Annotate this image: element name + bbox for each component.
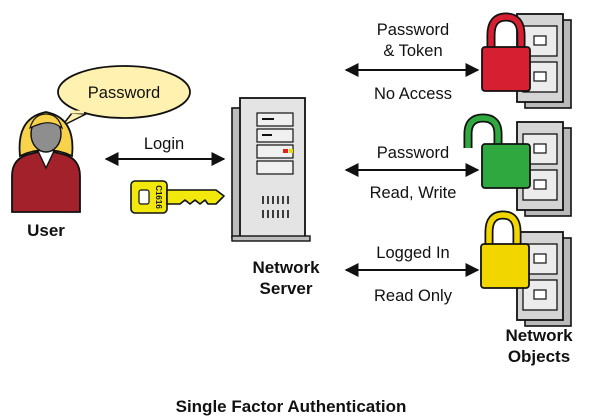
server-label-line1: Network [252, 258, 320, 277]
objects-label-line1: Network [505, 326, 573, 345]
user-icon [11, 111, 81, 213]
user-label: User [27, 221, 65, 240]
lock-open-icon [463, 113, 531, 189]
connection-3-bottom: Read Only [374, 287, 453, 305]
connection-1-top-line1: Password [377, 21, 449, 39]
speech-bubble: Password [57, 65, 191, 127]
diagram-caption: Single Factor Authentication [176, 397, 407, 416]
connection-1-bottom: No Access [374, 85, 452, 103]
connection-row-3: Logged In Read Only [344, 244, 480, 305]
speech-bubble-text: Password [88, 84, 160, 102]
connection-3-top-line1: Logged In [376, 244, 449, 262]
connection-2-top-line1: Password [377, 144, 449, 162]
connection-row-1: Password & Token No Access [344, 21, 480, 103]
connection-1-top-line2: & Token [383, 42, 442, 60]
server-icon [231, 97, 311, 242]
server-label-line2: Server [260, 279, 313, 298]
login-label: Login [144, 135, 184, 153]
connection-row-2: Password Read, Write [344, 144, 480, 202]
key-icon: C1616 [130, 180, 225, 214]
objects-label-line2: Objects [508, 347, 570, 366]
lock-open-icon [480, 210, 530, 289]
lock-locked-icon [481, 12, 531, 92]
key-text: C1616 [154, 185, 163, 209]
connection-2-bottom: Read, Write [370, 184, 457, 202]
